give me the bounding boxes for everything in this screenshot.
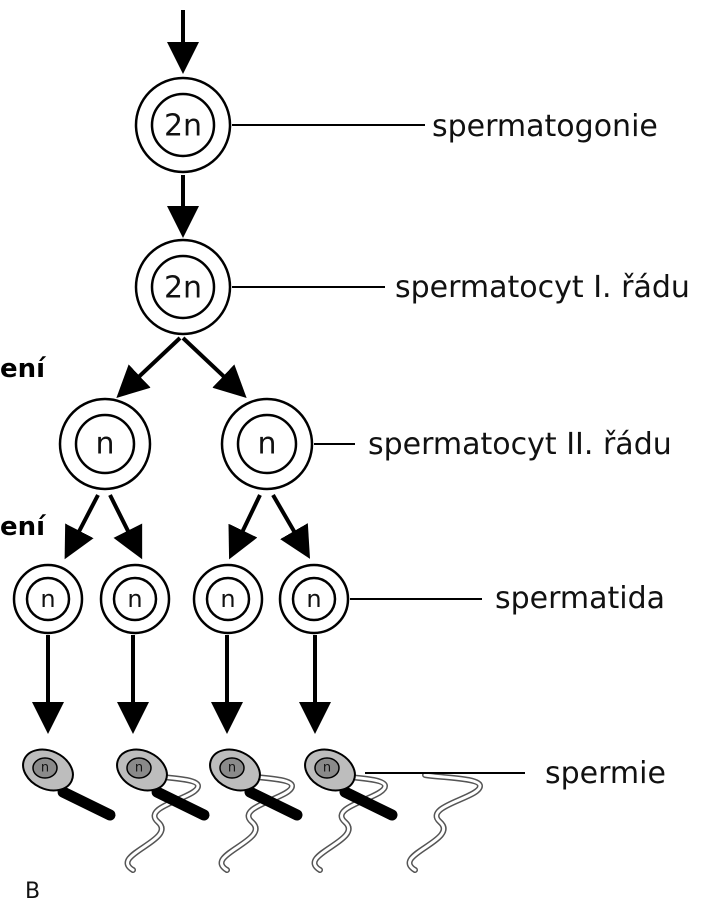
- sperm-3-nucleus: n: [228, 761, 236, 776]
- arrow-division2-2: [108, 494, 143, 560]
- spermatocyte1-ploidy: 2n: [164, 271, 202, 306]
- first-division-fragment: ení: [0, 354, 47, 384]
- spermatid-2-ploidy: n: [127, 585, 142, 613]
- panel-letter: B: [25, 879, 40, 904]
- spermatocyte2-cell-right: n: [220, 397, 314, 491]
- label-spermatocyt1: spermatocyt I. řádu: [395, 270, 690, 305]
- arrow-division2-3: [228, 494, 262, 560]
- label-spermatida: spermatida: [495, 581, 665, 616]
- sperm-4-nucleus: n: [323, 761, 331, 776]
- leader-lines: [232, 124, 525, 774]
- sperm-3: n: [209, 748, 389, 873]
- sperm-4: n: [304, 748, 484, 873]
- sperm-1: n: [22, 748, 202, 873]
- arrow-division1-right: [181, 336, 247, 398]
- spermatid-3-ploidy: n: [220, 585, 235, 613]
- spermatid-cell-2: n: [99, 563, 171, 635]
- spermatocyte2-right-ploidy: n: [257, 427, 276, 462]
- arrow-division1-left: [116, 336, 182, 398]
- spermatid-1-ploidy: n: [40, 585, 55, 613]
- spermatocyte2-cell-left: n: [58, 397, 152, 491]
- spermatogonium-ploidy: 2n: [164, 109, 202, 144]
- sperm-1-nucleus: n: [41, 761, 49, 776]
- spermatid-4-ploidy: n: [306, 585, 321, 613]
- sperm-2: n: [116, 748, 296, 873]
- label-spermatogonie: spermatogonie: [432, 109, 658, 144]
- spermatocyte2-left-ploidy: n: [95, 427, 114, 462]
- label-spermie: spermie: [545, 756, 666, 791]
- spermatid-cell-1: n: [12, 563, 84, 635]
- spermatid-cell-4: n: [278, 563, 350, 635]
- sperm-2-nucleus: n: [135, 761, 143, 776]
- spermatogonium-cell: 2n: [134, 76, 232, 174]
- second-division-fragment: ení: [0, 512, 47, 542]
- spermatid-cell-3: n: [192, 563, 264, 635]
- arrow-division2-4: [271, 493, 311, 559]
- arrows: [32, 10, 331, 734]
- label-spermatocyt2: spermatocyt II. řádu: [368, 427, 672, 462]
- spermatocyte1-cell: 2n: [134, 238, 232, 336]
- arrow-division2-1: [64, 494, 100, 560]
